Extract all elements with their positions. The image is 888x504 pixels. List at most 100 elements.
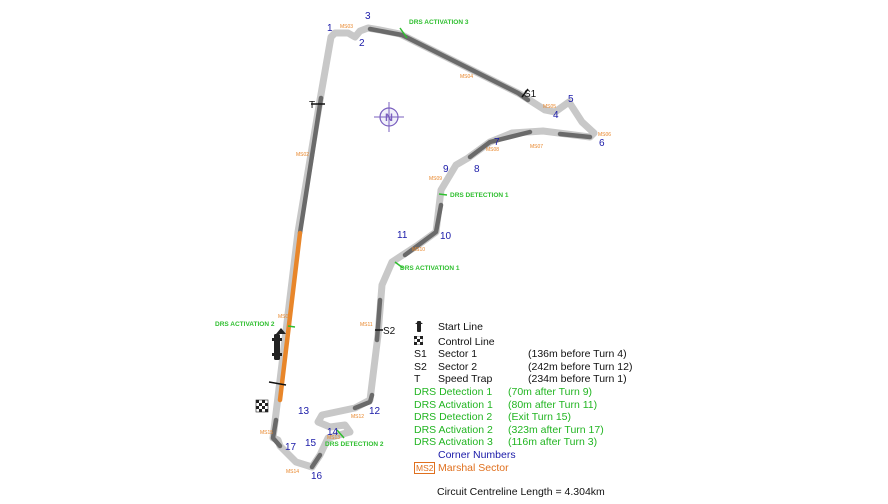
- legend-sector-2-note: (242m before Turn 12): [528, 360, 633, 373]
- legend-row-drs-activation-1: DRS Activation 1 (80m after Turn 11): [414, 399, 632, 412]
- sector-s2-label: S2: [383, 326, 396, 337]
- drs-detection-1-label: DRS DETECTION 1: [450, 192, 509, 199]
- turn-14: 14: [327, 427, 339, 438]
- start-light-icon: [414, 321, 438, 336]
- marshal-sector-03: MS03: [340, 24, 353, 30]
- legend-control-line: Control Line: [438, 335, 495, 348]
- marshal-sector-06: MS06: [598, 132, 611, 138]
- sector-labels: S1 S2 T: [309, 89, 537, 337]
- speed-trap-label: T: [309, 100, 315, 111]
- legend-row-marshal-sector: MS2 Marshal Sector: [414, 461, 632, 475]
- legend-row-drs-activation-2: DRS Activation 2 (323m after Turn 17): [414, 424, 632, 437]
- sector-s1-label: S1: [524, 89, 537, 100]
- drs-activation-1-label: DRS ACTIVATION 1: [400, 265, 460, 272]
- legend-drs-detection-1: DRS Detection 1: [414, 385, 493, 398]
- turn-4: 4: [553, 110, 559, 121]
- track-dark-main-straight: [297, 95, 324, 236]
- legend-drs-activation-3-note: (116m after Turn 3): [508, 436, 598, 449]
- legend-row-sector-2: S2 Sector 2 (242m before Turn 12): [414, 361, 632, 374]
- drs-activation-3-label: DRS ACTIVATION 3: [409, 19, 469, 26]
- drs-zone-main-straight: [277, 230, 303, 403]
- legend-start-line: Start Line: [438, 321, 483, 333]
- control-line-marker: [268, 381, 287, 386]
- marshal-sector-04: MS04: [460, 74, 473, 80]
- marshal-sector-07: MS07: [530, 144, 543, 150]
- drs-activation-1-marker: [394, 261, 404, 269]
- turn-16: 16: [311, 471, 323, 482]
- turn-5: 5: [568, 94, 574, 105]
- track-dark-t6: [557, 131, 593, 140]
- marshal-sector-08: MS08: [486, 147, 499, 153]
- turn-numbers: 1 2 3 4 5 6 7 8 9 10 11 12 13 14 15 16 1…: [285, 11, 605, 482]
- legend-drs-activation-3: DRS Activation 3: [414, 436, 493, 449]
- legend-row-speed-trap: T Speed Trap (234m before Turn 1): [414, 373, 632, 386]
- drs-activation-2-marker: [287, 325, 296, 328]
- legend-drs-detection-2-note: (Exit Turn 15): [508, 411, 572, 424]
- legend-drs-detection-1-note: (70m after Turn 9): [508, 385, 593, 398]
- turn-6: 6: [599, 138, 605, 149]
- track-dark-t12: [352, 392, 375, 411]
- circuit-length: Circuit Centreline Length = 4.304km: [437, 486, 605, 498]
- track-dark-t17: [270, 417, 283, 449]
- legend-row-drs-detection-1: DRS Detection 1 (70m after Turn 9): [414, 386, 632, 399]
- legend-sector-1-note: (136m before Turn 4): [528, 348, 627, 361]
- drs-detection-2-marker: [336, 429, 345, 439]
- marshal-sector-10: MS10: [412, 247, 425, 253]
- legend-row-drs-detection-2: DRS Detection 2 (Exit Turn 15): [414, 411, 632, 424]
- turn-12: 12: [369, 406, 381, 417]
- chequered-flag-icon: [413, 335, 438, 349]
- drs-labels: DRS ACTIVATION 3 DRS DETECTION 1 DRS ACT…: [215, 19, 509, 448]
- compass-icon: N: [374, 102, 404, 132]
- sector-markers: [268, 88, 529, 386]
- legend-s1-symbol: S1: [414, 348, 427, 361]
- legend-drs-activation-1-note: (80m after Turn 11): [508, 398, 598, 411]
- legend-row-drs-activation-3: DRS Activation 3 (116m after Turn 3): [414, 436, 632, 449]
- legend-drs-activation-2: DRS Activation 2: [414, 423, 493, 436]
- legend-drs-detection-2: DRS Detection 2: [414, 411, 493, 424]
- legend-row-sector-1: S1 Sector 1 (136m before Turn 4): [414, 348, 632, 361]
- legend-corner-numbers: Corner Numbers: [438, 448, 516, 461]
- legend-marshal-sector: Marshal Sector: [438, 461, 509, 474]
- track-dark-t10: [402, 202, 444, 258]
- turn-7: 7: [494, 137, 500, 148]
- marshal-sector-labels: MS01 MS02 MS03 MS04 MS05 MS06 MS07 MS08 …: [260, 24, 611, 475]
- turn-15: 15: [305, 438, 317, 449]
- turn-3: 3: [365, 11, 371, 22]
- drs-activation-3-marker: [399, 27, 408, 39]
- drs-markers: [287, 27, 448, 439]
- track-dark-s2: [374, 297, 383, 343]
- legend-sector-2: Sector 2: [438, 360, 478, 373]
- drs-detection-2-label: DRS DETECTION 2: [325, 441, 384, 448]
- legend-speed-trap-note: (234m before Turn 1): [528, 373, 627, 386]
- marshal-sector-11: MS11: [360, 322, 373, 328]
- car-icon: [272, 328, 286, 360]
- s1-marker: [521, 88, 529, 98]
- legend-ms2-box: MS2: [414, 461, 436, 474]
- turn-8: 8: [474, 164, 480, 175]
- track-dark-t8: [467, 129, 533, 160]
- legend-sector-1: Sector 1: [438, 348, 478, 361]
- marshal-sector-05: MS05: [543, 104, 556, 110]
- drs-activation-2-label: DRS ACTIVATION 2: [215, 321, 275, 328]
- marshal-sector-13: MS13: [327, 435, 340, 441]
- legend-speed-trap: Speed Trap: [438, 373, 493, 386]
- legend-row-corner-numbers: Corner Numbers: [414, 449, 632, 462]
- marshal-sector-14: MS14: [286, 469, 299, 475]
- start-line-flag-icon: [255, 399, 269, 413]
- legend: Start Line Control Line S1 Sector 1 (136…: [413, 321, 632, 475]
- legend-drs-activation-1: DRS Activation 1: [414, 398, 493, 411]
- turn-17: 17: [285, 442, 297, 453]
- legend-s2-symbol: S2: [414, 360, 427, 373]
- turn-2: 2: [359, 38, 365, 49]
- marshal-sector-01: MS01: [278, 314, 291, 320]
- turn-13: 13: [298, 406, 310, 417]
- turn-9: 9: [443, 164, 449, 175]
- legend-t-symbol: T: [414, 373, 421, 386]
- track: [269, 24, 598, 471]
- marshal-sector-02: MS02: [296, 152, 309, 158]
- marshal-sector-15: MS15: [260, 430, 273, 436]
- compass-label: N: [385, 112, 393, 124]
- marshal-sector-09: MS09: [429, 176, 442, 182]
- turn-11: 11: [397, 230, 408, 241]
